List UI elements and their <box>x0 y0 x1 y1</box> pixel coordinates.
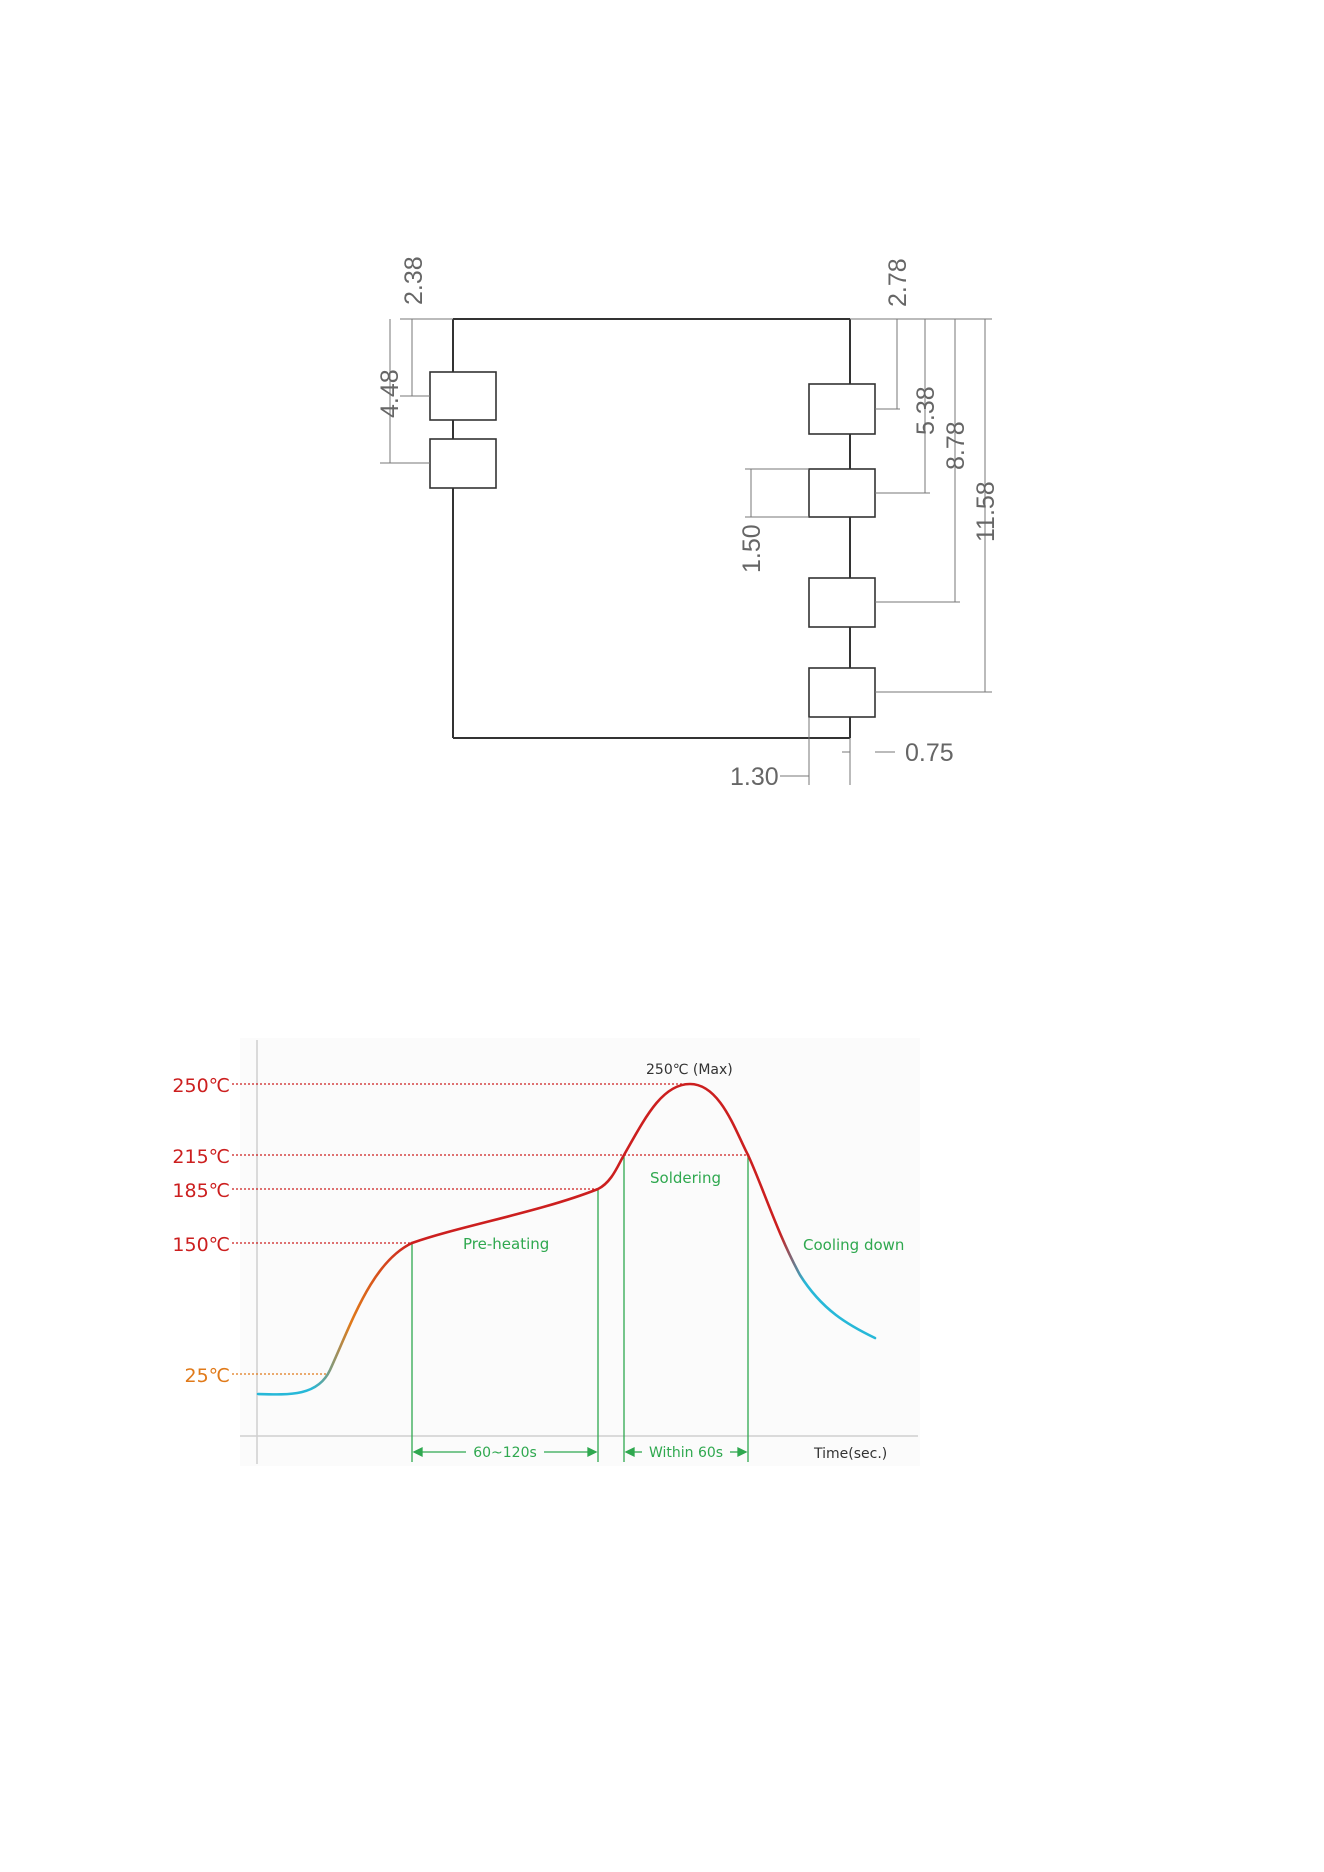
duration-label-preheat: 60~120s <box>473 1445 537 1461</box>
phase-boundaries <box>412 1155 748 1462</box>
footprint-drawing: 2.38 4.48 2.78 5.38 8.78 11.58 1.50 1.30… <box>0 0 1324 800</box>
peak-label: 250℃ (Max) <box>646 1062 733 1078</box>
profile-curve <box>258 1084 875 1394</box>
pad-left-2 <box>430 439 496 488</box>
temp-label-250: 250℃ <box>172 1075 230 1097</box>
pad-right-2 <box>809 469 875 517</box>
dim-2-78: 2.78 <box>884 258 912 307</box>
phase-label-preheat: Pre-heating <box>463 1235 549 1253</box>
dim-11-58: 11.58 <box>972 481 1000 542</box>
duration-arrows <box>414 1448 746 1456</box>
pad-right-3 <box>809 578 875 627</box>
temperature-labels: 250℃ 215℃ 185℃ 150℃ 25℃ <box>172 1075 230 1387</box>
pad-left-1 <box>430 372 496 420</box>
temp-label-25: 25℃ <box>184 1365 230 1387</box>
temp-label-150: 150℃ <box>172 1234 230 1256</box>
phase-label-cooling: Cooling down <box>803 1236 904 1254</box>
pad-right-1 <box>809 384 875 434</box>
module-outline <box>453 319 850 738</box>
temp-label-215: 215℃ <box>172 1146 230 1168</box>
dim-1-50: 1.50 <box>738 524 766 573</box>
dim-8-78: 8.78 <box>942 421 970 470</box>
dim-1-30: 1.30 <box>730 763 779 791</box>
phase-label-soldering: Soldering <box>650 1169 721 1187</box>
dim-0-75: 0.75 <box>905 739 954 767</box>
dim-4-48: 4.48 <box>376 369 404 418</box>
dim-2-38: 2.38 <box>400 256 428 305</box>
pads <box>430 372 875 717</box>
pad-right-4 <box>809 668 875 717</box>
temp-label-185: 185℃ <box>172 1180 230 1202</box>
temperature-guides <box>232 1084 748 1374</box>
duration-label-soldering: Within 60s <box>649 1445 723 1461</box>
x-axis-label: Time(sec.) <box>813 1446 887 1462</box>
dim-5-38: 5.38 <box>912 386 940 435</box>
